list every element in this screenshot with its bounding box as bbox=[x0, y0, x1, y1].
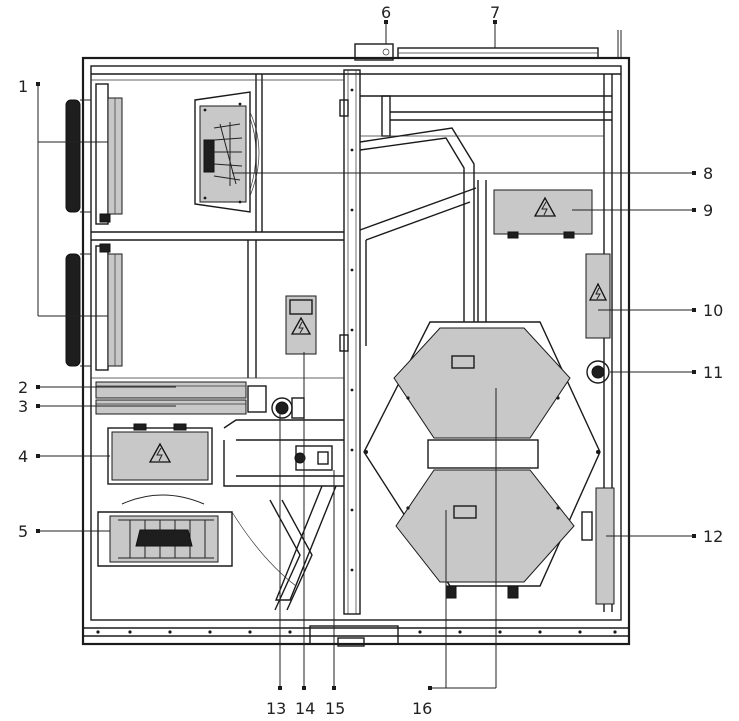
extract-fan bbox=[97, 494, 297, 587]
callout-8: 8 bbox=[703, 164, 713, 183]
top-antenna bbox=[617, 30, 622, 58]
callout-12: 12 bbox=[703, 527, 723, 546]
callout-14: 14 bbox=[295, 699, 315, 718]
callout-9: 9 bbox=[703, 201, 713, 220]
callout-2: 2 bbox=[18, 378, 28, 397]
callout-6: 6 bbox=[381, 3, 391, 22]
supply-fan bbox=[194, 91, 260, 213]
electrical-warning-icon bbox=[290, 316, 312, 335]
heater-bar-3 bbox=[95, 399, 247, 415]
control-box-center bbox=[285, 295, 317, 355]
filter-lower bbox=[95, 243, 123, 371]
filter-upper bbox=[95, 83, 123, 225]
left-middle-compartment bbox=[91, 240, 344, 379]
electrical-warning-icon bbox=[588, 282, 608, 301]
electrical-box-10 bbox=[585, 253, 611, 339]
electrical-box-9 bbox=[493, 189, 593, 239]
sensor-11 bbox=[586, 360, 610, 384]
heat-exchanger-icon bbox=[363, 321, 601, 599]
fan-icon bbox=[109, 515, 219, 563]
fan-icon bbox=[203, 122, 243, 186]
callout-labels: 1 2 3 4 5 6 7 8 9 10 11 12 13 14 15 16 bbox=[18, 3, 723, 718]
leader-markers bbox=[36, 20, 696, 690]
callout-5: 5 bbox=[18, 522, 28, 541]
top-connector-6 bbox=[354, 43, 394, 61]
callout-11: 11 bbox=[703, 363, 723, 382]
duct-flange-lower bbox=[65, 253, 91, 367]
callout-16: 16 bbox=[412, 699, 432, 718]
heater-bar-2 bbox=[95, 381, 247, 399]
top-cover-plate-7 bbox=[397, 47, 599, 59]
electrical-warning-icon bbox=[533, 196, 557, 217]
callout-10: 10 bbox=[703, 301, 723, 320]
air-channel bbox=[359, 127, 487, 346]
callout-3: 3 bbox=[18, 397, 28, 416]
callout-13: 13 bbox=[266, 699, 286, 718]
electrical-box-4 bbox=[107, 423, 213, 485]
condensate-panel-12 bbox=[581, 487, 615, 605]
callout-1: 1 bbox=[18, 77, 28, 96]
electrical-warning-icon bbox=[148, 442, 172, 463]
duct-flange-upper bbox=[65, 99, 91, 213]
leader-lines bbox=[37, 22, 694, 689]
central-partition bbox=[339, 69, 361, 615]
sensor-13 bbox=[271, 397, 305, 419]
damper-actuator-14 bbox=[294, 445, 333, 471]
callout-4: 4 bbox=[18, 447, 28, 466]
callout-15: 15 bbox=[325, 699, 345, 718]
bottom-drain-15 bbox=[309, 625, 399, 647]
left-upper-compartment bbox=[91, 74, 344, 241]
bypass-duct bbox=[223, 419, 344, 611]
callout-7: 7 bbox=[490, 3, 500, 22]
